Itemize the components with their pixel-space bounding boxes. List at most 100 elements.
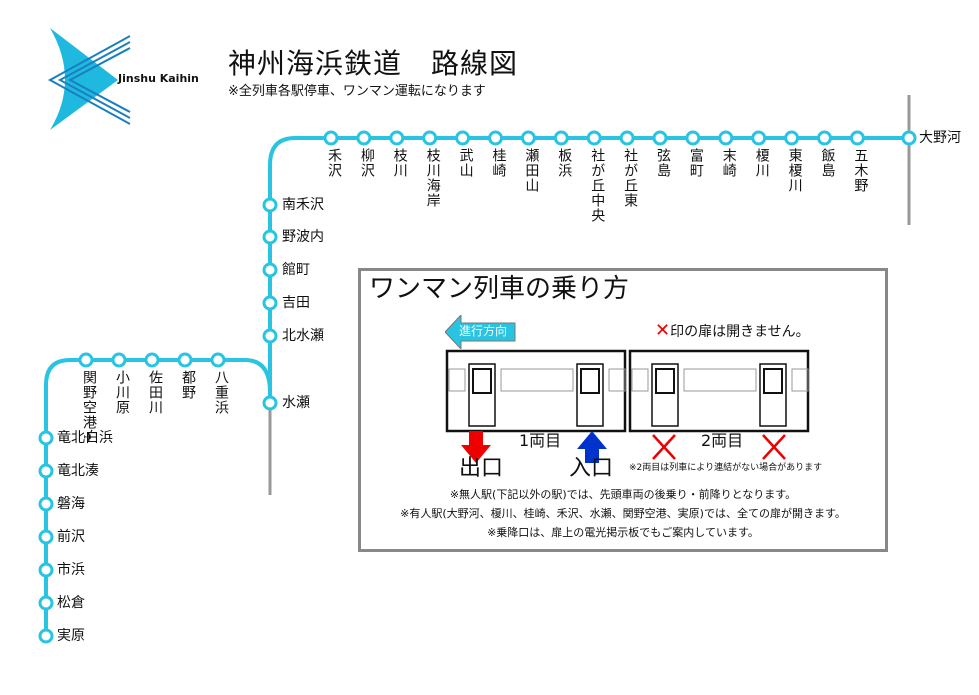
station-label[interactable]: 北水瀬 — [282, 328, 324, 344]
car2-label: 2両目 — [701, 431, 744, 450]
direction-label: 進行方向 — [459, 324, 508, 338]
station-marker[interactable] — [262, 295, 278, 311]
cross-icon: ✕ — [655, 320, 671, 341]
station-label[interactable]: 五木野 — [852, 148, 869, 193]
station-label[interactable]: 枝川海岸 — [424, 148, 441, 208]
note: ※無人駅(下記以外の駅)では、先頭車両の後乗り・前降りとなります。 — [449, 488, 797, 501]
station-label[interactable]: 都野 — [180, 370, 196, 400]
station-marker[interactable] — [38, 430, 54, 446]
station-label[interactable]: 市浜 — [57, 562, 85, 578]
station-label[interactable]: 水瀬 — [282, 395, 310, 411]
station-label[interactable]: 桂崎 — [490, 148, 507, 178]
station-marker[interactable] — [38, 595, 54, 611]
cross-icon — [652, 434, 676, 460]
station-label[interactable]: 磐海 — [57, 496, 85, 512]
guide-title: ワンマン列車の乗り方 — [369, 274, 630, 304]
station-marker[interactable] — [38, 463, 54, 479]
station-marker[interactable] — [652, 130, 668, 146]
station-marker[interactable] — [356, 130, 372, 146]
station-label[interactable]: 大野河 — [919, 130, 961, 146]
station-label[interactable]: 柳沢 — [358, 148, 375, 178]
station-label[interactable]: 八重浜 — [213, 370, 229, 415]
main-line — [268, 136, 909, 403]
station-label[interactable]: 館町 — [282, 262, 310, 278]
station-label[interactable]: 社が丘東 — [622, 148, 639, 208]
station-label[interactable]: 南禾沢 — [282, 197, 324, 213]
station-marker[interactable] — [323, 130, 339, 146]
station-marker[interactable] — [262, 395, 278, 411]
station-marker[interactable] — [389, 130, 405, 146]
station-label[interactable]: 禾沢 — [326, 148, 342, 178]
note: ※乗降口は、扉上の電光掲示板でもご案内しています。 — [487, 526, 759, 539]
note: ※有人駅(大野河、榎川、桂崎、禾沢、水瀬、関野空港、実原)では、全ての扉が開きま… — [400, 507, 846, 520]
station-marker[interactable] — [901, 130, 917, 146]
station-marker[interactable] — [38, 562, 54, 578]
station-label[interactable]: 実原 — [57, 628, 85, 644]
station-marker[interactable] — [144, 352, 160, 368]
station-marker[interactable] — [619, 130, 635, 146]
branch-line — [44, 358, 272, 636]
station-label[interactable]: 武山 — [457, 148, 474, 178]
one-man-guide-panel: ワンマン列車の乗り方 進行方向 ✕印の扉は開きません。 1両目 2両目 — [358, 268, 888, 552]
station-marker[interactable] — [849, 130, 865, 146]
station-label[interactable]: 小川原 — [114, 370, 130, 415]
station-label[interactable]: 板浜 — [556, 148, 573, 178]
station-marker[interactable] — [262, 262, 278, 278]
station-label[interactable]: 関野空港✈ — [81, 370, 97, 447]
station-label[interactable]: 竜北白浜 — [57, 430, 113, 446]
door-markers — [461, 431, 786, 463]
cross-icon — [762, 434, 786, 460]
no-door-text: 印の扉は開きません。 — [670, 324, 810, 340]
station-label[interactable]: 佐田川 — [147, 370, 163, 415]
station-marker[interactable] — [111, 352, 127, 368]
station-marker[interactable] — [210, 352, 226, 368]
station-label[interactable]: 前沢 — [57, 529, 85, 545]
station-marker[interactable] — [262, 229, 278, 245]
guide-notes: ※無人駅(下記以外の駅)では、先頭車両の後乗り・前降りとなります。 ※有人駅(大… — [361, 485, 885, 542]
entrance-label: 入口 — [569, 456, 614, 481]
station-marker[interactable] — [38, 628, 54, 644]
station-marker[interactable] — [422, 130, 438, 146]
station-marker[interactable] — [78, 352, 94, 368]
station-label[interactable]: 竜北湊 — [57, 463, 99, 479]
station-marker[interactable] — [718, 130, 734, 146]
logo-mark — [47, 28, 131, 130]
station-label[interactable]: 野波内 — [282, 229, 324, 245]
entrance-arrow-icon — [577, 431, 607, 463]
exit-arrow-icon — [461, 431, 491, 463]
car1-label: 1両目 — [519, 431, 562, 450]
station-label[interactable]: 榎川 — [753, 148, 770, 178]
station-label[interactable]: 東榎川 — [786, 148, 803, 193]
station-marker[interactable] — [177, 352, 193, 368]
station-label[interactable]: 弦島 — [655, 148, 671, 178]
station-marker[interactable] — [685, 130, 701, 146]
logo-text: Jinshu Kaihin — [118, 72, 199, 85]
station-label[interactable]: 吉田 — [282, 295, 310, 311]
exit-label: 出口 — [459, 456, 504, 481]
train-diagram — [445, 349, 810, 433]
station-marker[interactable] — [586, 130, 602, 146]
station-marker[interactable] — [751, 130, 767, 146]
station-marker[interactable] — [262, 328, 278, 344]
station-label[interactable]: 富町 — [687, 148, 704, 178]
station-marker[interactable] — [784, 130, 800, 146]
station-marker[interactable] — [38, 529, 54, 545]
station-marker[interactable] — [553, 130, 569, 146]
page-title: 神州海浜鉄道 路線図 — [228, 47, 519, 80]
station-marker[interactable] — [817, 130, 832, 146]
station-label[interactable]: 枝川 — [391, 148, 408, 178]
station-marker[interactable] — [262, 197, 278, 213]
station-label[interactable]: 松倉 — [57, 595, 85, 611]
station-marker[interactable] — [520, 130, 536, 146]
station-label[interactable]: 社が丘中央 — [589, 148, 606, 223]
station-label[interactable]: 飯島 — [819, 148, 836, 178]
station-marker[interactable] — [38, 496, 54, 512]
direction-arrow: 進行方向 — [444, 313, 519, 351]
page-subtitle: ※全列車各駅停車、ワンマン運転になります — [228, 84, 486, 99]
station-marker[interactable] — [488, 130, 503, 146]
station-label[interactable]: 末崎 — [720, 148, 737, 178]
station-label[interactable]: 瀬田山 — [523, 148, 540, 193]
station-marker[interactable] — [455, 130, 471, 146]
